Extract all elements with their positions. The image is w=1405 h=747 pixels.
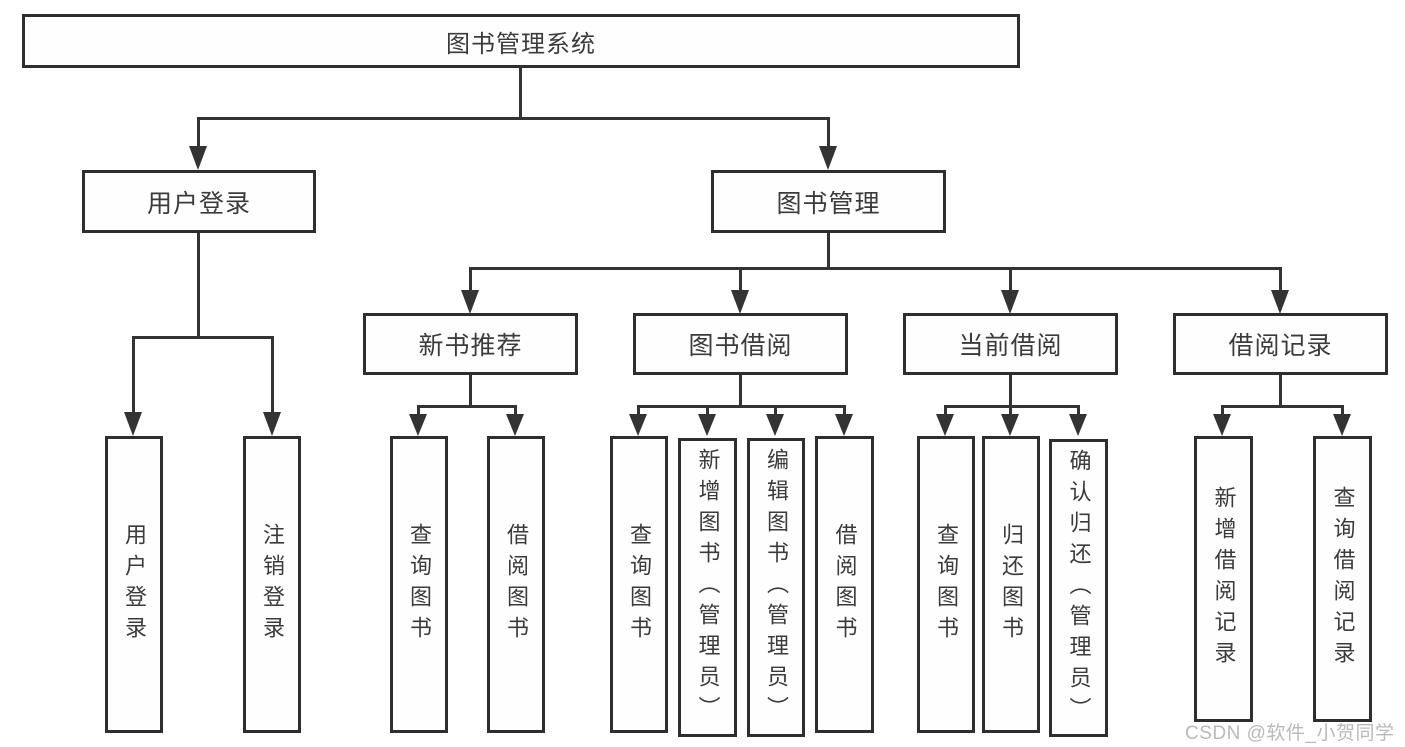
- connector-vline: [197, 233, 200, 338]
- connector-stem: [1221, 405, 1224, 416]
- arrow-down-icon: [1213, 414, 1231, 436]
- leaf-query-books-borrowing: 查询图书: [610, 436, 668, 733]
- arrow-down-icon: [819, 146, 837, 170]
- connector-stem: [514, 405, 517, 416]
- leaf-return-books: 归还图书: [982, 436, 1040, 733]
- leaf-label: 查询借阅记录: [1330, 486, 1356, 672]
- arrow-down-icon: [731, 290, 749, 314]
- arrow-down-icon: [1001, 290, 1019, 314]
- connector-stem: [843, 405, 846, 416]
- leaf-query-books-recommend: 查询图书: [390, 436, 448, 733]
- leaf-borrow-books-recommend: 借阅图书: [487, 436, 545, 733]
- arrow-down-icon: [506, 414, 524, 436]
- leaf-label: 编辑图书（管理员）: [764, 448, 789, 727]
- leaf-query-borrow-record: 查询借阅记录: [1313, 436, 1372, 722]
- connector-stem: [132, 336, 135, 414]
- connector-stem: [1077, 405, 1080, 416]
- connector-stem: [1009, 267, 1012, 293]
- connector-stem: [944, 405, 947, 416]
- leaf-label: 用户登录: [122, 522, 147, 647]
- leaf-borrow-books: 借阅图书: [815, 436, 874, 733]
- leaf-confirm-return-admin: 确认归还（管理员）: [1049, 439, 1108, 737]
- connector-stem: [706, 405, 709, 416]
- arrow-down-icon: [1001, 414, 1019, 436]
- node-library-system: 图书管理系统: [22, 14, 1020, 68]
- leaf-query-books-current: 查询图书: [917, 436, 975, 733]
- connector-stem: [1341, 405, 1344, 416]
- connector-stem: [197, 117, 200, 149]
- leaf-label: 查询图书: [934, 522, 959, 647]
- connector-hline: [1221, 405, 1344, 408]
- leaf-label: 借阅图书: [504, 522, 529, 647]
- arrow-down-icon: [409, 414, 427, 436]
- connector-stem: [827, 117, 830, 149]
- leaf-label: 确认归还（管理员）: [1066, 448, 1092, 728]
- arrow-down-icon: [766, 414, 784, 436]
- arrow-down-icon: [629, 414, 647, 436]
- connector-hline: [417, 405, 517, 408]
- arrow-down-icon: [1271, 290, 1289, 314]
- node-book-borrowing: 图书借阅: [633, 313, 848, 375]
- connector-vline: [739, 375, 742, 407]
- arrow-down-icon: [835, 414, 853, 436]
- leaf-label: 查询图书: [407, 522, 432, 647]
- leaf-add-borrow-record: 新增借阅记录: [1194, 436, 1253, 722]
- arrow-down-icon: [1333, 414, 1351, 436]
- leaf-label: 新增图书（管理员）: [695, 448, 721, 727]
- connector-stem: [1009, 405, 1012, 416]
- connector-hline: [469, 267, 1282, 270]
- connector-hline: [944, 405, 1080, 408]
- connector-vline: [469, 375, 472, 407]
- arrow-down-icon: [936, 414, 954, 436]
- leaf-label: 归还图书: [999, 522, 1024, 647]
- connector-root-hline: [197, 117, 830, 120]
- leaf-label: 注销登录: [260, 522, 285, 647]
- arrow-down-icon: [263, 412, 281, 436]
- node-user-login: 用户登录: [82, 170, 316, 233]
- arrow-down-icon: [189, 146, 207, 170]
- connector-stem: [637, 405, 640, 416]
- connector-root-vline: [519, 66, 522, 119]
- connector-vline: [827, 233, 830, 269]
- node-current-borrowing: 当前借阅: [903, 313, 1118, 375]
- node-new-book-recommend: 新书推荐: [363, 313, 578, 375]
- leaf-label: 查询图书: [627, 522, 652, 647]
- leaf-label: 借阅图书: [832, 522, 858, 647]
- leaf-add-books-admin: 新增图书（管理员）: [678, 438, 737, 737]
- connector-stem: [1279, 267, 1282, 293]
- arrow-down-icon: [698, 414, 716, 436]
- connector-hline: [637, 405, 846, 408]
- node-book-management: 图书管理: [711, 170, 946, 233]
- csdn-watermark: CSDN @软件_小贺同学: [1185, 723, 1395, 744]
- connector-stem: [469, 267, 472, 293]
- arrow-down-icon: [461, 290, 479, 314]
- connector-vline: [1279, 375, 1282, 407]
- leaf-label: 新增借阅记录: [1211, 486, 1237, 672]
- connector-stem: [739, 267, 742, 293]
- connector-hline: [132, 336, 274, 339]
- connector-stem: [271, 336, 274, 414]
- leaf-user-login: 用户登录: [105, 436, 163, 733]
- node-borrowing-records: 借阅记录: [1173, 313, 1388, 375]
- leaf-logout: 注销登录: [243, 436, 301, 733]
- connector-stem: [774, 405, 777, 416]
- arrow-down-icon: [124, 412, 142, 436]
- arrow-down-icon: [1069, 414, 1087, 436]
- leaf-edit-books-admin: 编辑图书（管理员）: [747, 438, 805, 737]
- connector-vline: [1009, 375, 1012, 407]
- connector-stem: [417, 405, 420, 416]
